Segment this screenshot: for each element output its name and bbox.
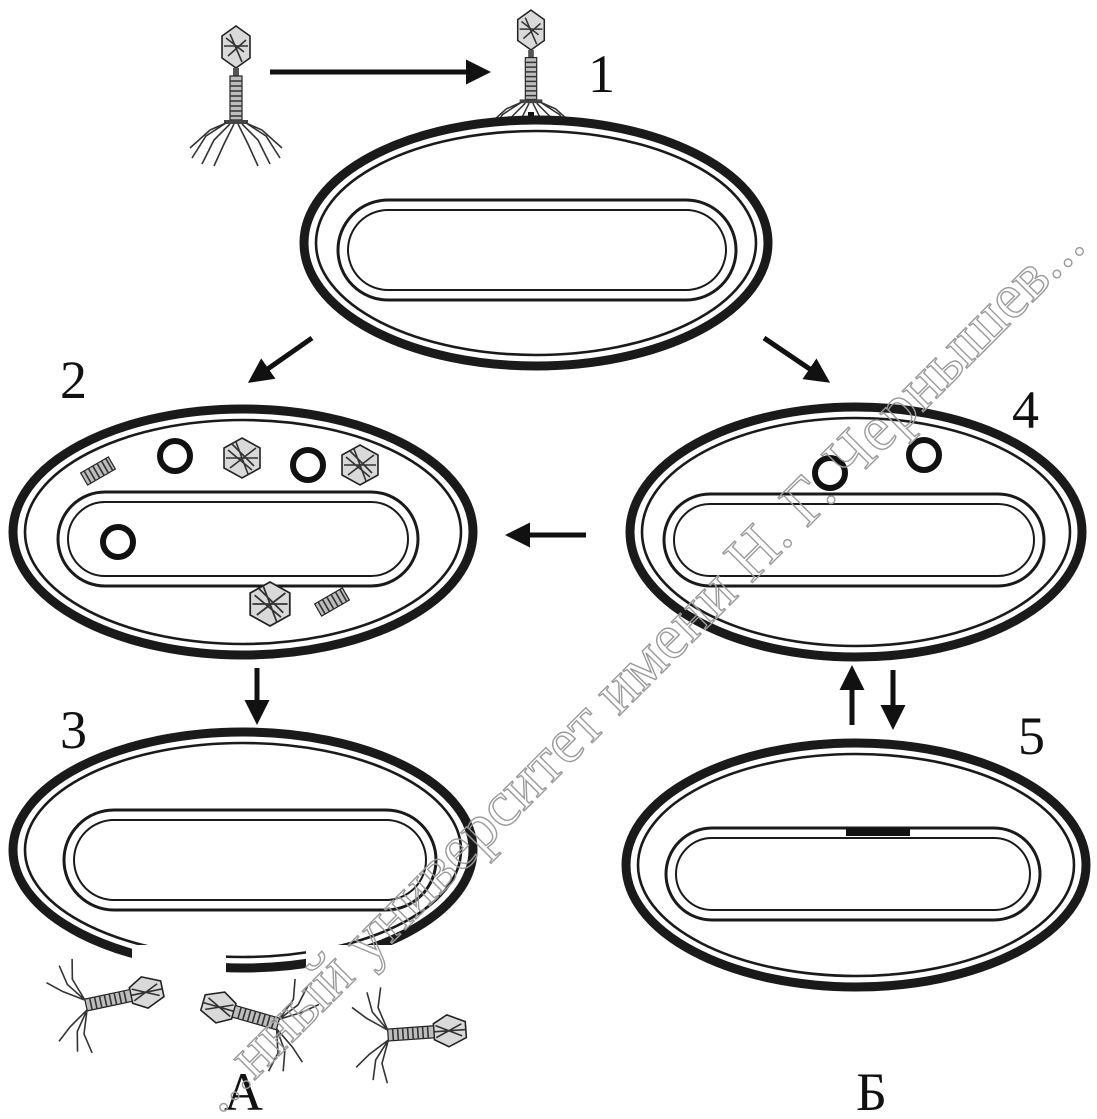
lysogenic-arrow bbox=[764, 338, 826, 380]
stage-label-3: 3 bbox=[60, 700, 87, 760]
bacterial-cell-1 bbox=[304, 120, 768, 366]
stage-label-2: 2 bbox=[60, 350, 87, 410]
released-phage-icon bbox=[351, 982, 469, 1086]
free-phage-icon bbox=[190, 26, 282, 166]
lytic-arrow bbox=[252, 338, 312, 380]
stage-label-1: 1 bbox=[588, 44, 615, 104]
stage-label-5: 5 bbox=[1018, 706, 1045, 766]
integrated-prophage-segment bbox=[846, 828, 910, 836]
pathway-label-b: Б bbox=[856, 1062, 887, 1119]
bacterial-cell-5 bbox=[626, 743, 1086, 987]
stage-label-4: 4 bbox=[1012, 380, 1039, 440]
